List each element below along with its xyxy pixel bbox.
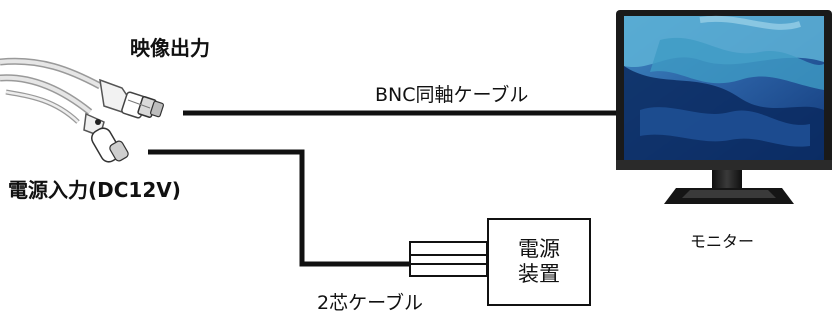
- two-core-cable-label: 2芯ケーブル: [317, 292, 423, 314]
- video-output-label: 映像出力: [130, 36, 210, 60]
- power-supply-label-line2: 装置: [518, 262, 560, 286]
- two-core-cable-line: [148, 149, 412, 267]
- bnc-cable-label: BNC同軸ケーブル: [375, 84, 529, 106]
- dc-plug-icon: [83, 112, 129, 163]
- power-supply-label-line1: 電源: [518, 236, 560, 261]
- bnc-connector-icon: [99, 78, 164, 119]
- power-supply-connector: [409, 241, 488, 277]
- power-input-label: 電源入力(DC12V): [8, 178, 181, 202]
- power-supply-box: 電源 装置: [487, 218, 591, 306]
- monitor-icon: [616, 10, 832, 204]
- monitor-label: モニター: [690, 232, 755, 251]
- camera-cable-icon: [0, 57, 164, 163]
